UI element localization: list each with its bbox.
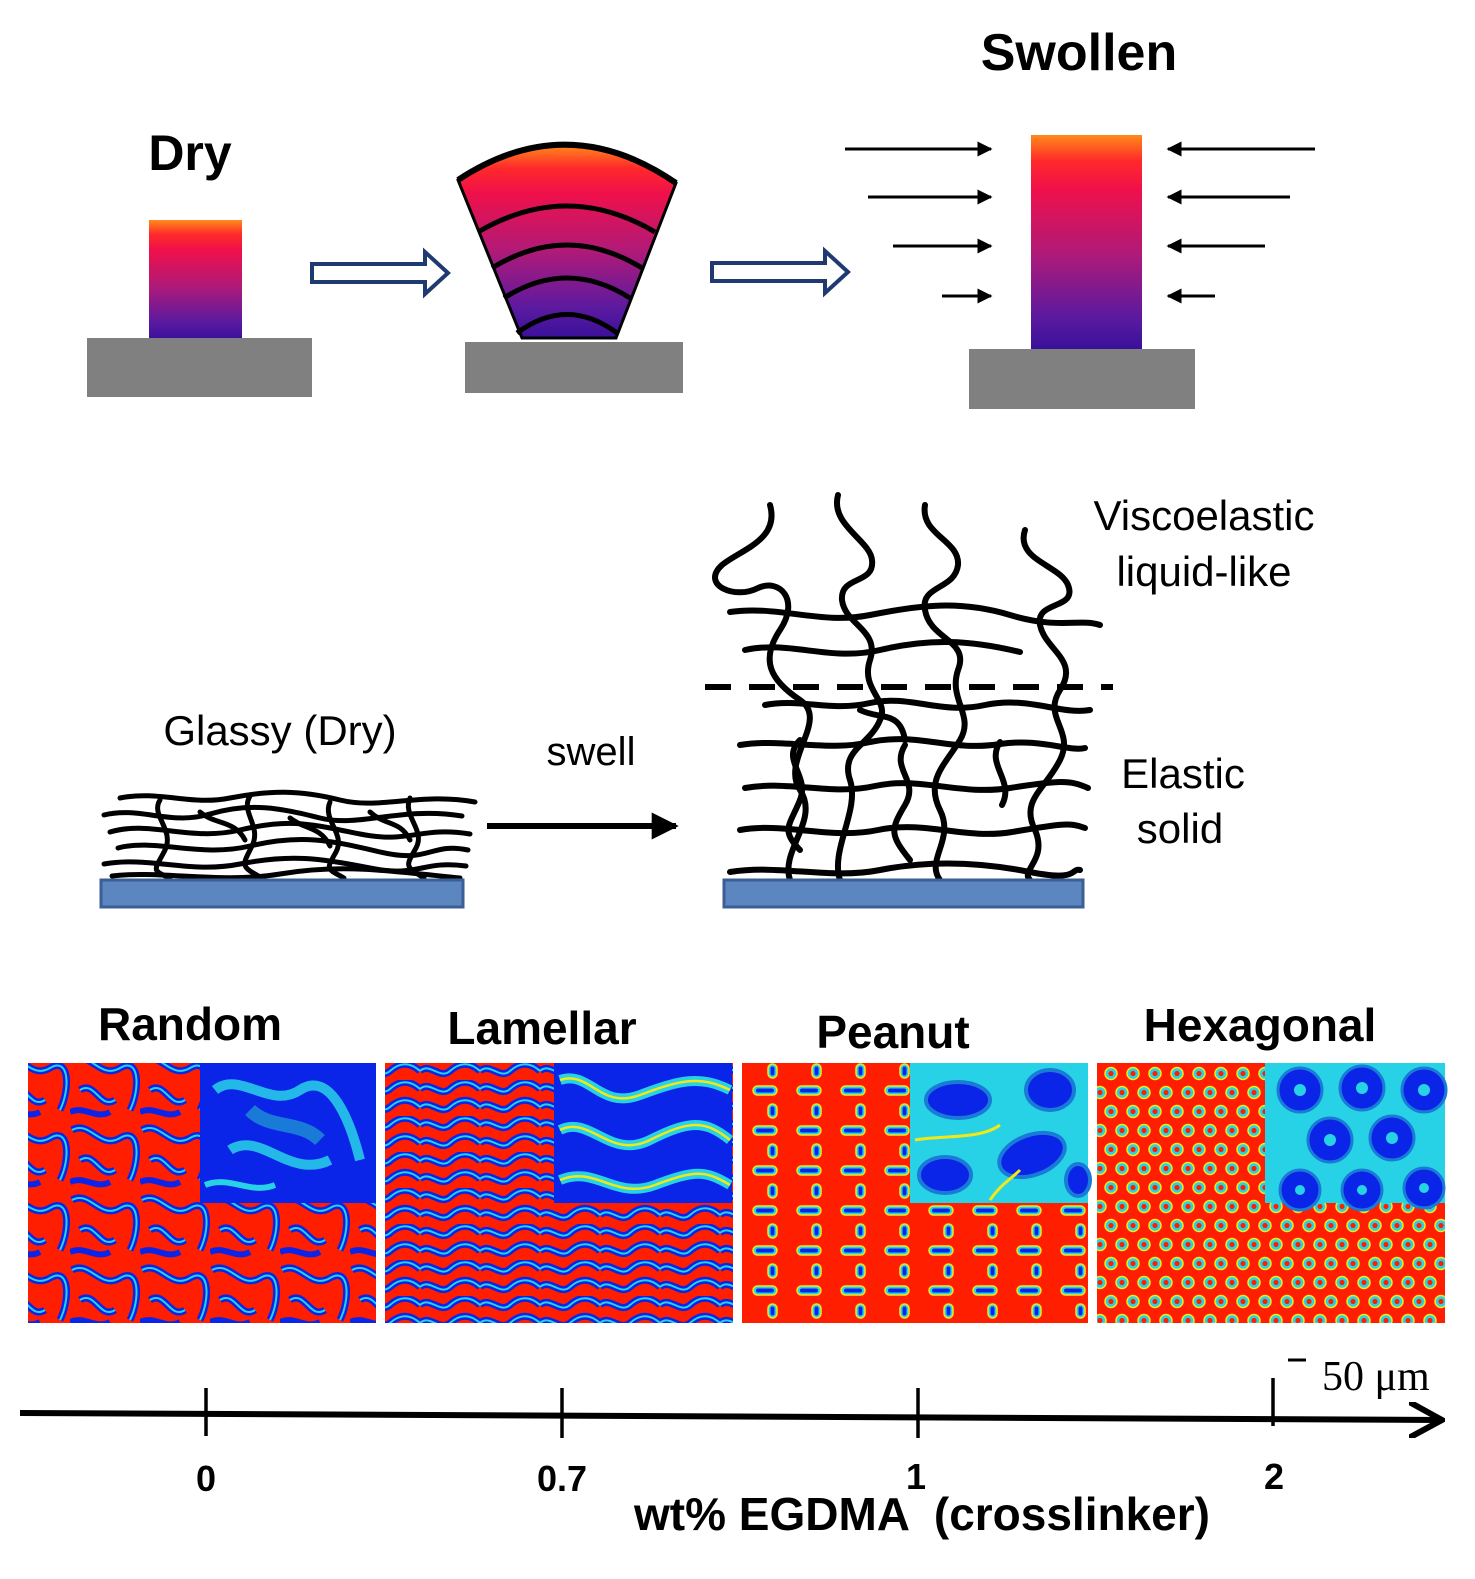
swollen-film (1031, 135, 1142, 350)
arrow-open-2 (710, 246, 851, 298)
pattern-title-random: Random (98, 998, 282, 1050)
viscoelastic-label-line2: liquid-like (1116, 548, 1291, 595)
axis-tick-label-0.7: 0.7 (537, 1458, 587, 1499)
dry-film (149, 220, 242, 340)
top-panel: Dry Swollen (87, 24, 1315, 409)
compression-arrows (845, 141, 1315, 304)
glassy-label: Glassy (Dry) (163, 707, 396, 754)
axis-tick-label-0: 0 (196, 1458, 216, 1499)
axis-tick-label-2: 2 (1264, 1456, 1284, 1497)
middle-panel: Glassy (Dry) swell (99, 492, 1315, 909)
substrate-dry (87, 338, 312, 397)
elastic-label-line1: Elastic (1121, 750, 1245, 797)
pattern-image-lamellar (385, 1063, 734, 1323)
viscoelastic-label-line1: Viscoelastic (1094, 492, 1315, 539)
pattern-image-hexagonal (1097, 1063, 1448, 1323)
buckling-film (456, 143, 678, 340)
arrow-open-1 (310, 247, 451, 299)
axis-line (19, 1413, 1442, 1420)
glassy-network (101, 789, 478, 881)
buckling-arcs (476, 203, 657, 336)
dry-title: Dry (148, 125, 232, 181)
swollen-title: Swollen (981, 24, 1177, 82)
substrate-swollen (969, 349, 1195, 409)
axis-tick-label-1: 1 (906, 1456, 926, 1497)
pattern-title-hexagonal: Hexagonal (1144, 999, 1377, 1051)
buckling-top-edge (456, 141, 678, 186)
scale-bar-label: 50 μm (1322, 1354, 1430, 1400)
pattern-title-lamellar: Lamellar (447, 1002, 636, 1054)
pattern-panel: Random Lamellar Peanut Hexagonal (28, 998, 1448, 1323)
crosslinker-axis: 50 μm 0 0.7 1 2 wt% EGDMA (crosslinker) (19, 1354, 1442, 1540)
glassy-substrate (99, 878, 465, 909)
swell-label: swell (547, 730, 636, 774)
pattern-image-random (28, 1063, 376, 1323)
axis-title: wt% EGDMA (crosslinker) (633, 1488, 1210, 1540)
substrate-middle (465, 342, 683, 393)
swollen-substrate (722, 878, 1085, 909)
elastic-label-line2: solid (1137, 805, 1223, 852)
pattern-title-peanut: Peanut (816, 1006, 969, 1058)
pattern-image-peanut (742, 1063, 1092, 1323)
